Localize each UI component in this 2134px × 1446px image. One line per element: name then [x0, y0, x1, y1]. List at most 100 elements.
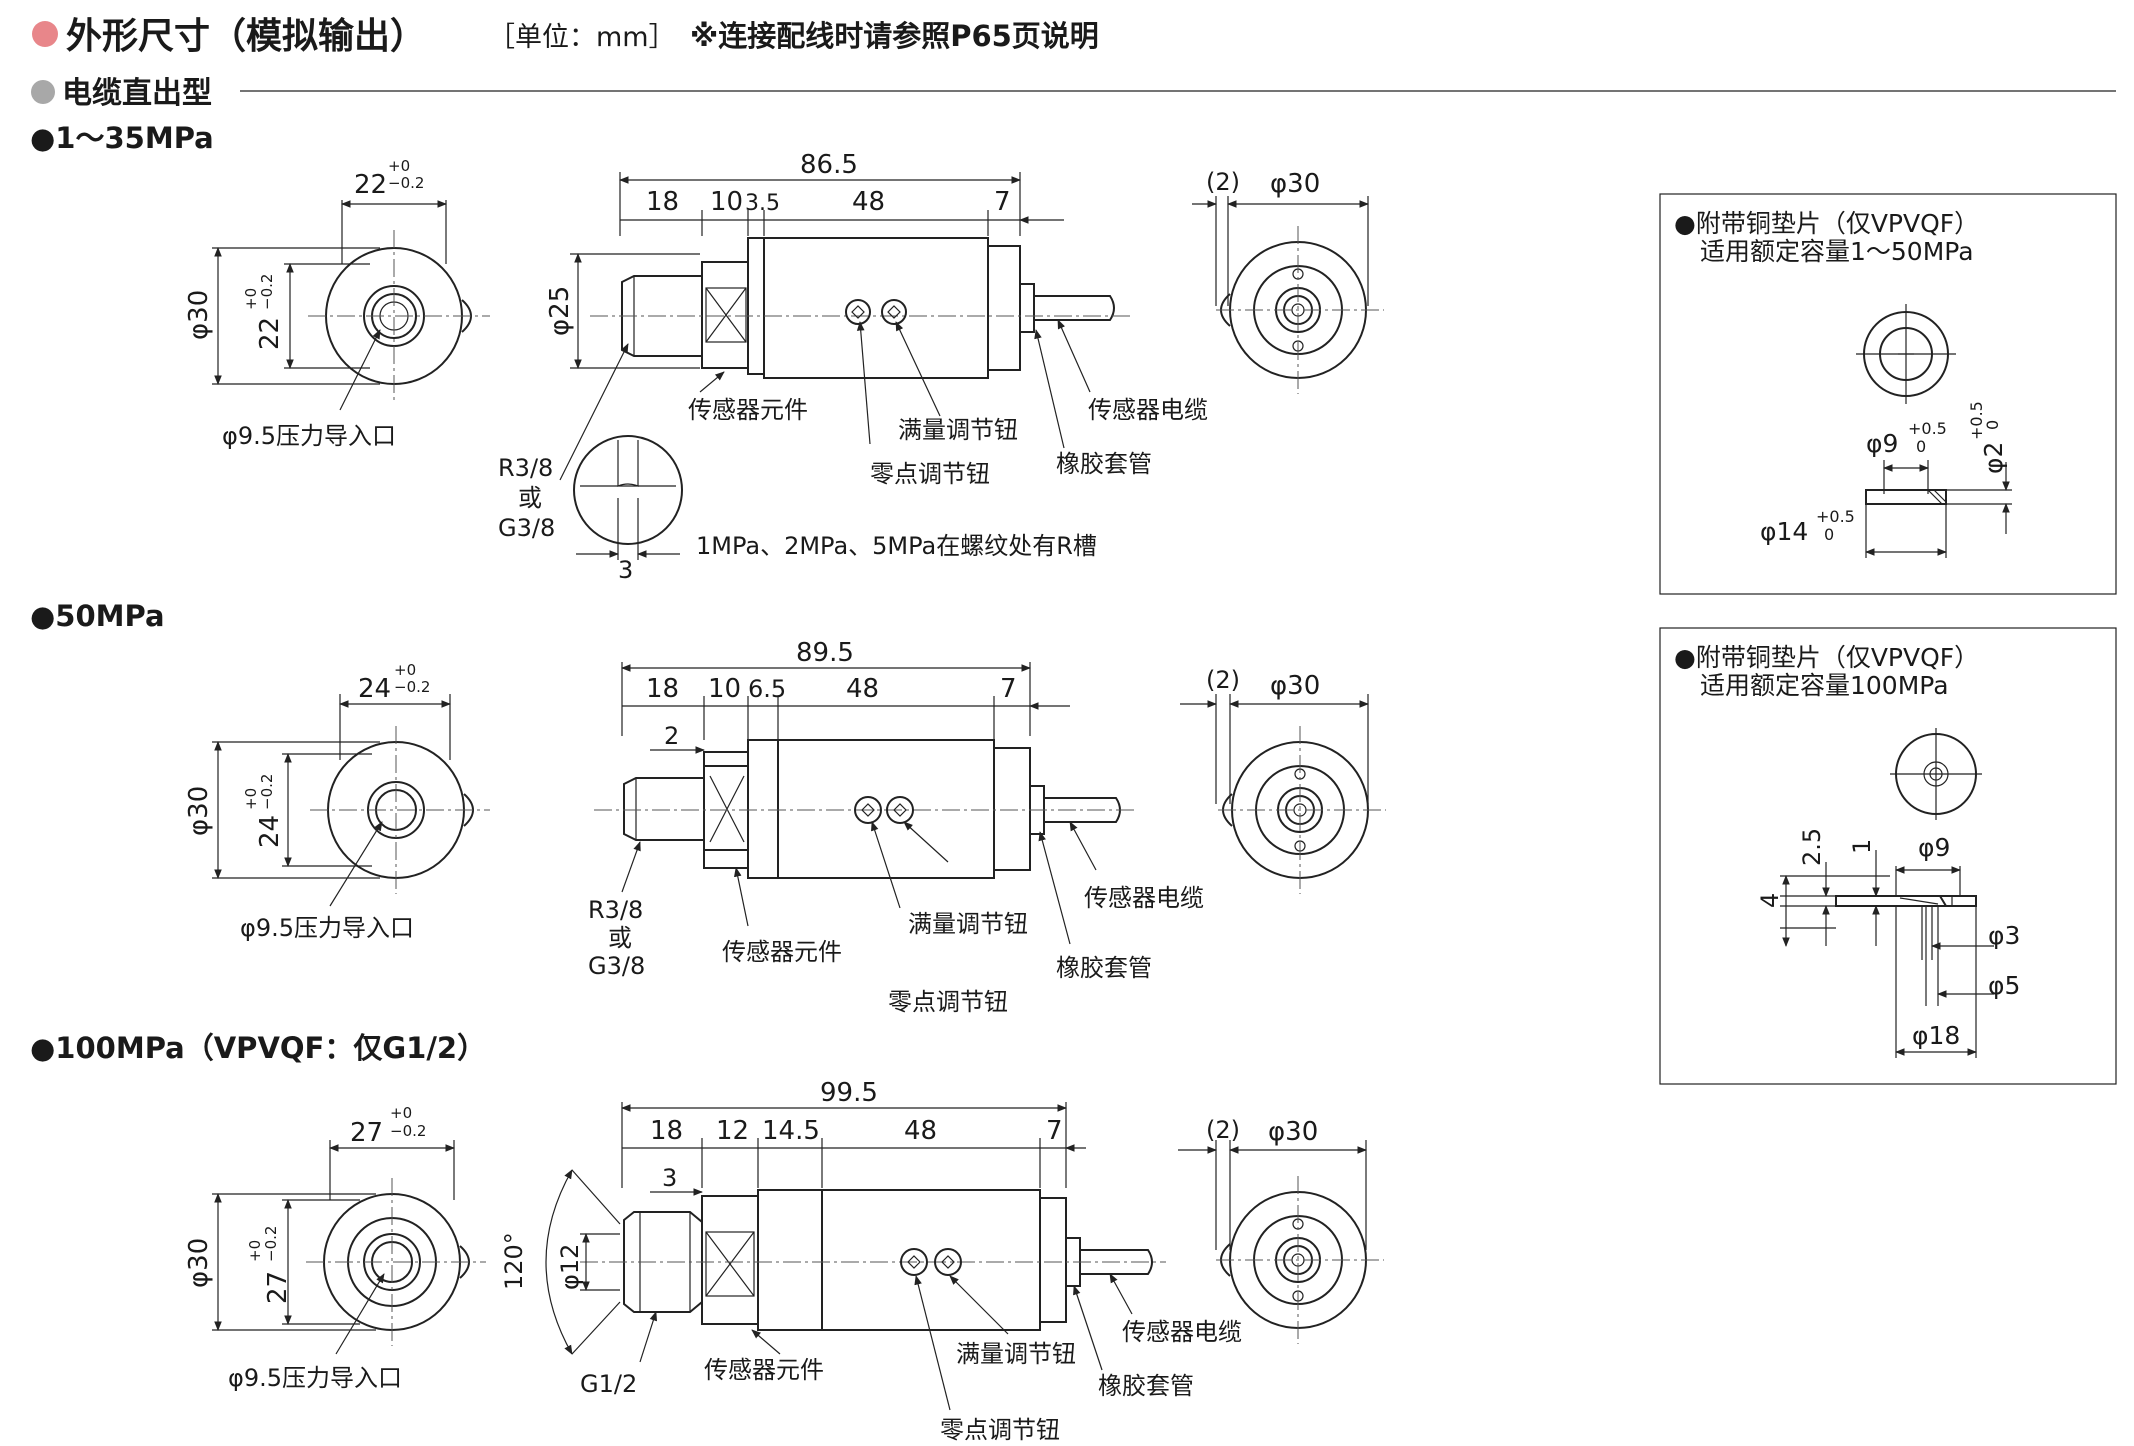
v1-d1: 18 [646, 187, 679, 217]
v1-zero: 零点调节钮 [870, 460, 990, 488]
variant-3-front-view: 27 +0 −0.2 φ30 27 +0 −0.2 φ9.5压力导入口 [184, 1104, 486, 1392]
v2-thread2: G3/8 [588, 952, 645, 980]
v2-zero: 零点调节钮 [888, 988, 1008, 1016]
svg-text:−0.2: −0.2 [394, 678, 430, 696]
gasket1-thick-tol-hi: +0.5 [1967, 401, 1986, 440]
gasket2-subtitle: 适用额定容量100MPa [1700, 671, 1949, 700]
v2-rear-gap: (2) [1206, 666, 1240, 694]
v1-d2: 10 [710, 187, 743, 217]
gasket1-outer-tol-lo: 0 [1824, 525, 1834, 544]
v1-side-dia: φ25 [545, 286, 575, 336]
v2-d2: 10 [708, 674, 741, 704]
gasket2-d-3: φ3 [1988, 921, 2020, 950]
gasket1-title: ●附带铜垫片（仅VPVQF） [1674, 209, 1979, 238]
gasket1-inner-tol-lo: 0 [1916, 437, 1926, 456]
v3-d2: 12 [716, 1116, 749, 1146]
v2-port-label: φ9.5压力导入口 [240, 914, 414, 942]
v2-total: 89.5 [796, 638, 854, 668]
svg-text:+0: +0 [394, 661, 416, 679]
v3-front-dia: φ30 [184, 1238, 214, 1288]
v2-d5: 7 [1000, 674, 1017, 704]
gasket1-outer-tol-hi: +0.5 [1816, 507, 1855, 526]
variant-2-rear-view: (2) φ30 [1180, 666, 1386, 894]
gasket1-outer: φ14 [1760, 517, 1808, 546]
v1-detail-dim: 3 [618, 556, 633, 584]
variant-2-front-view: 24 +0 −0.2 φ30 24 +0 −0.2 φ9.5压力导入口 [184, 661, 490, 942]
gasket2-title: ●附带铜垫片（仅VPVQF） [1674, 643, 1979, 672]
section-dot [31, 80, 55, 104]
gasket-box-2: ●附带铜垫片（仅VPVQF） 适用额定容量100MPa φ9 4 2.5 1 [1659, 627, 2117, 1085]
v3-rear-dia: φ30 [1268, 1117, 1318, 1147]
v2-thread1: R3/8 [588, 896, 643, 924]
v3-d1: 18 [650, 1116, 683, 1146]
gasket-box-1: ●附带铜垫片（仅VPVQF） 适用额定容量1～50MPa φ9 +0.5 0 φ… [1659, 193, 2117, 595]
section-header: 电缆直出型 [31, 76, 2116, 111]
svg-text:27: 27 [263, 1271, 293, 1304]
v3-d5: 7 [1046, 1116, 1063, 1146]
v1-rear-dia: φ30 [1270, 169, 1320, 199]
gasket1-inner: φ9 [1866, 429, 1898, 458]
svg-text:+0: +0 [388, 157, 410, 175]
v3-thread: G1/2 [580, 1370, 637, 1398]
variant-3-label: ●100MPa（VPVQF：仅G1/2） [30, 1031, 486, 1065]
v3-element: 传感器元件 [704, 1356, 824, 1384]
variant-2-side-view: 89.5 18 10 6.5 48 7 2 [588, 638, 1204, 1016]
v1-thread2: G3/8 [498, 514, 555, 542]
gasket2-h-1: 1 [1848, 839, 1876, 854]
variant-1-front-view: 22 +0 −0.2 φ30 22 +0 −0.2 φ9.5压力导入口 [184, 157, 490, 450]
v1-d4: 48 [852, 187, 885, 217]
section-label: 电缆直出型 [62, 76, 212, 111]
v3-cable: 传感器电缆 [1122, 1318, 1242, 1346]
v1-port-label: φ9.5压力导入口 [222, 422, 396, 450]
v3-total: 99.5 [820, 1078, 878, 1108]
gasket2-d-inner: φ9 [1918, 833, 1950, 862]
svg-text:+0: +0 [242, 788, 260, 810]
v1-front-width: 22 [354, 170, 387, 200]
svg-text:−0.2: −0.2 [262, 1226, 280, 1262]
v2-d3: 6.5 [748, 675, 786, 703]
gasket1-thick-tol-lo: 0 [1983, 420, 2002, 430]
v1-bushing: 橡胶套管 [1056, 450, 1152, 478]
variant-3-side-view: 99.5 18 12 14.5 48 7 3 [500, 1078, 1242, 1444]
gasket2-h-25: 2.5 [1798, 828, 1826, 866]
v1-front-dia: φ30 [184, 290, 214, 340]
v1-d3: 3.5 [745, 191, 780, 216]
svg-text:+0: +0 [390, 1104, 412, 1122]
svg-text:+0: +0 [242, 288, 260, 310]
v3-bushing: 橡胶套管 [1098, 1372, 1194, 1400]
v3-angle: 120° [500, 1232, 528, 1290]
v2-front-dia: φ30 [184, 786, 214, 836]
variant-3-rear-view: (2) φ30 [1178, 1116, 1384, 1344]
v3-rear-gap: (2) [1206, 1116, 1240, 1144]
v3-side-dia: φ12 [556, 1244, 584, 1290]
v1-cable: 传感器电缆 [1088, 396, 1208, 424]
svg-text:22: 22 [255, 317, 285, 350]
svg-text:+0: +0 [246, 1240, 264, 1262]
v1-thread1: R3/8 [498, 454, 553, 482]
svg-text:−0.2: −0.2 [258, 274, 276, 310]
v1-detail-note: 1MPa、2MPa、5MPa在螺纹处有R槽 [696, 532, 1097, 560]
svg-text:−0.2: −0.2 [390, 1122, 426, 1140]
v1-or: 或 [518, 484, 542, 512]
gasket1-thick: φ2 [1979, 442, 2008, 474]
v1-rear-gap: (2) [1206, 168, 1240, 196]
gasket2-h-total: 4 [1756, 893, 1784, 908]
wiring-note: ※连接配线时请参照P65页说明 [690, 19, 1099, 53]
v2-element: 传感器元件 [722, 938, 842, 966]
gasket2-d-18: φ18 [1912, 1021, 1960, 1050]
v2-d1: 18 [646, 674, 679, 704]
v2-cable: 传感器电缆 [1084, 884, 1204, 912]
v2-span: 满量调节钮 [908, 910, 1028, 938]
title-dot [32, 21, 58, 47]
v1-span: 满量调节钮 [898, 416, 1018, 444]
variant-1-side-view: 86.5 18 10 3.5 48 7 [498, 150, 1208, 584]
v1-element: 传感器元件 [688, 396, 808, 424]
svg-text:24: 24 [255, 815, 285, 848]
v2-d4: 48 [846, 674, 879, 704]
v2-front-width: 24 [358, 674, 391, 704]
v3-d3: 14.5 [762, 1116, 820, 1146]
page-title: 外形尺寸（模拟输出） [66, 16, 426, 57]
v3-port-label: φ9.5压力导入口 [228, 1364, 402, 1392]
page-header: 外形尺寸（模拟输出） ［单位：mm］ ※连接配线时请参照P65页说明 [32, 16, 1099, 57]
